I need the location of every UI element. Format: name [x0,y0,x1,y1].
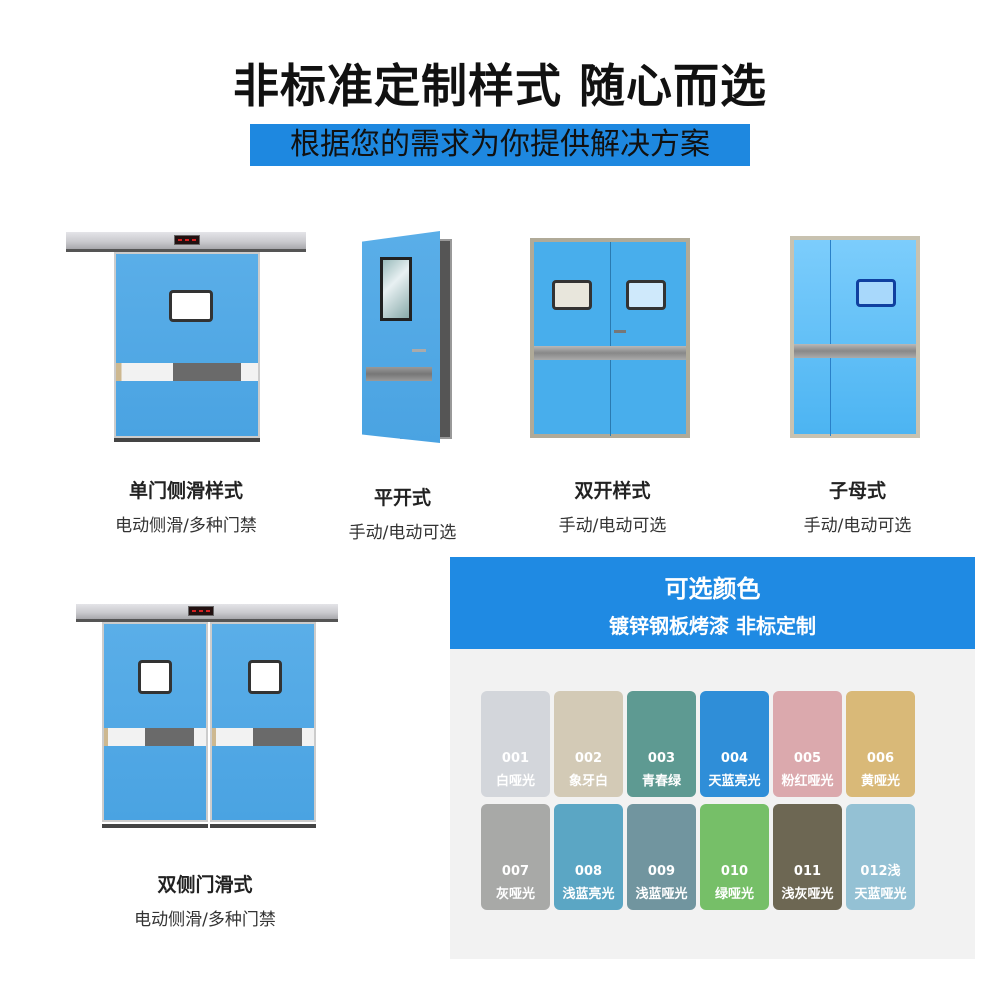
swatch-name: 白哑光 [495,774,535,789]
color-swatch[interactable]: 010 绿哑光 [700,804,769,910]
product-name: 单门侧滑样式 [128,480,243,502]
door-image-double-swing [530,238,690,440]
swatch-name: 浅蓝亮光 [562,887,615,902]
door-image-double-sliding [76,604,338,834]
swatch-name: 灰哑光 [495,887,535,902]
swatch-name: 粉红哑光 [781,774,834,789]
color-swatch[interactable]: 006 黄哑光 [846,691,915,797]
product-double-sliding[interactable]: 双侧门滑式 电动侧滑/多种门禁 [120,870,290,930]
product-desc: 手动/电动可选 [348,523,457,543]
product-single-sliding[interactable]: 单门侧滑样式 电动侧滑/多种门禁 [66,476,306,536]
swatch-code: 001 [501,751,530,766]
page-subtitle-banner: 根据您的需求为你提供解决方案 [250,124,750,166]
swatch-name: 象牙白 [568,774,608,789]
product-name: 双侧门滑式 [157,874,253,896]
swatch-code: 004 [720,751,749,766]
color-swatch[interactable]: 008 浅蓝亮光 [554,804,623,910]
color-options-panel: 可选颜色 镀锌钢板烤漆 非标定制 001 白哑光 002 象牙白 003 青春绿 00… [450,557,975,959]
led-display-icon [188,606,214,616]
color-panel-subtitle: 镀锌钢板烤漆 非标定制 [609,614,816,638]
color-swatch[interactable]: 009 浅蓝哑光 [627,804,696,910]
swatch-code: 012浅 [860,864,901,879]
swatch-code: 005 [793,751,822,766]
product-desc: 电动侧滑/多种门禁 [134,910,276,930]
swatch-name: 浅蓝哑光 [635,887,688,902]
color-swatch[interactable]: 007 灰哑光 [481,804,550,910]
page-title: 非标准定制样式 随心而选 [232,59,767,113]
color-swatch[interactable]: 004 天蓝亮光 [700,691,769,797]
door-image-swing [360,227,460,443]
product-desc: 手动/电动可选 [803,516,912,536]
door-image-mother-child [790,236,920,444]
product-swing[interactable]: 平开式 手动/电动可选 [320,483,485,543]
door-image-single-sliding [66,232,312,444]
swatch-name: 天蓝哑光 [854,887,907,902]
product-mother-child[interactable]: 子母式 手动/电动可选 [775,476,940,536]
color-swatch-grid: 001 白哑光 002 象牙白 003 青春绿 004 天蓝亮光 005 粉红哑光 006… [481,691,915,910]
product-name: 子母式 [828,480,886,502]
swatch-code: 003 [647,751,676,766]
color-swatch[interactable]: 011 浅灰哑光 [773,804,842,910]
swatch-code: 008 [574,864,603,879]
swatch-code: 007 [501,864,530,879]
swatch-code: 009 [647,864,676,879]
swatch-name: 黄哑光 [860,774,900,789]
color-panel-title: 可选颜色 [664,575,761,603]
swatch-code: 002 [574,751,603,766]
swatch-name: 绿哑光 [714,887,754,902]
product-name: 平开式 [373,487,431,509]
swatch-name: 浅灰哑光 [781,887,834,902]
led-display-icon [174,235,200,245]
product-double-swing[interactable]: 双开样式 手动/电动可选 [530,476,695,536]
product-desc: 手动/电动可选 [558,516,667,536]
swatch-code: 011 [793,864,822,879]
swatch-name: 天蓝亮光 [708,774,761,789]
color-swatch[interactable]: 003 青春绿 [627,691,696,797]
swatch-name: 青春绿 [641,774,681,789]
swatch-code: 010 [720,864,749,879]
color-swatch[interactable]: 005 粉红哑光 [773,691,842,797]
product-name: 双开样式 [574,480,651,502]
color-swatch[interactable]: 002 象牙白 [554,691,623,797]
color-swatch[interactable]: 001 白哑光 [481,691,550,797]
color-panel-header: 可选颜色 镀锌钢板烤漆 非标定制 [450,557,975,649]
color-swatch[interactable]: 012浅天蓝哑光 [846,804,915,910]
product-desc: 电动侧滑/多种门禁 [115,516,257,536]
swatch-code: 006 [866,751,895,766]
